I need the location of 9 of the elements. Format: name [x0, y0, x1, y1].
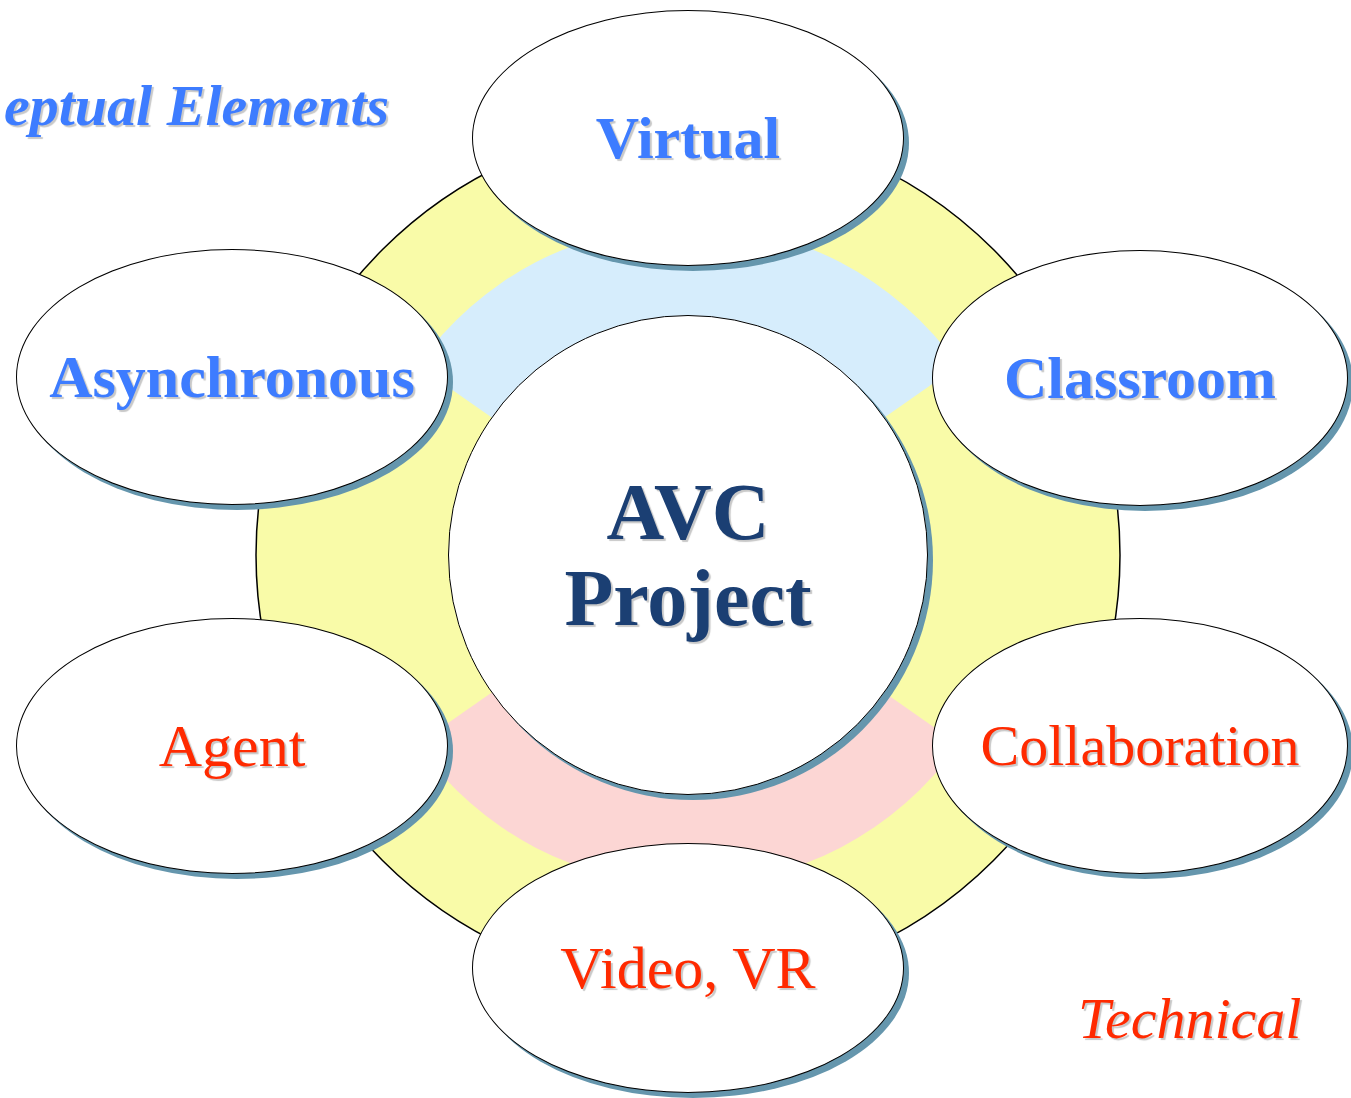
node-label: Asynchronous: [49, 344, 415, 410]
group-heading: Technical: [1078, 985, 1302, 1052]
group-heading: eptual Elements: [4, 72, 390, 139]
node-label: Collaboration: [980, 714, 1300, 778]
node-label: AVC Project: [563, 468, 813, 642]
node-label: Virtual: [595, 105, 781, 171]
node-label: Agent: [158, 713, 306, 779]
node-label: Video, VR: [560, 935, 816, 1001]
node-label: Classroom: [1003, 345, 1277, 411]
